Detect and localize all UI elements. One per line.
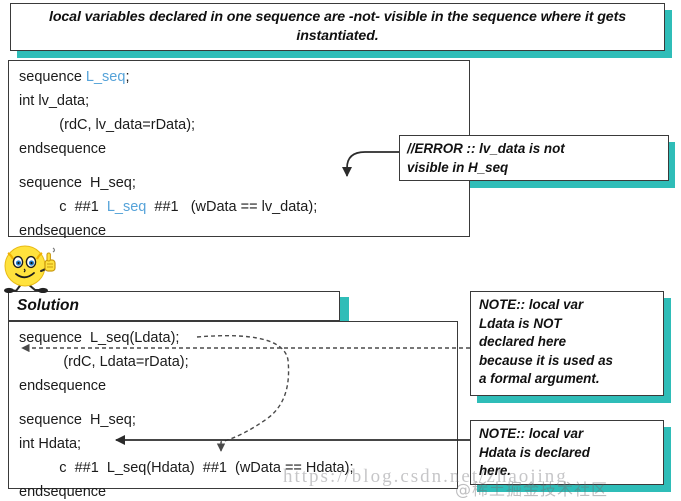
code-line: c ##1 L_seq(Hdata) ##1 (wData == Hdata); [19,460,354,476]
code-line: c ##1 L_seq ##1 (wData == lv_data); [19,195,317,219]
solution-code-block: sequence L_seq(Ldata); (rdC, Ldata=rData… [8,321,458,500]
code-line: sequence L_seq; [19,65,129,89]
solution-header-shadow [339,297,349,324]
solution-header-box: Solution [8,291,340,321]
code-identifier-l-seq: L_seq [85,69,126,85]
code-line: endsequence [19,141,107,157]
code-line: (rdC, Ldata=rData); [19,354,189,370]
code-identifier-l-seq: L_seq [106,199,147,215]
code-line: (rdC, lv_data=rData); [19,117,196,133]
banner-box: local variables declared in one sequence… [10,3,665,51]
note-hdata-box: NOTE:: local var Hdata is declared here. [470,420,664,485]
code-fragment-post: ##1 (wData == lv_data); [146,199,318,215]
code-fragment-pre: c ##1 [19,199,107,215]
code-line: int lv_data; [19,93,90,109]
banner-text: local variables declared in one sequence… [48,9,627,44]
code-line: endsequence [19,484,107,500]
code-line: sequence L_seq(Ldata); [19,330,180,346]
code-line: sequence H_seq; [19,412,136,428]
code-keyword-sequence: sequence [19,69,82,85]
code-semicolon: ; [125,69,130,85]
code-line: endsequence [19,223,107,239]
solution-header-label: Solution [17,297,79,314]
error-callout-box: //ERROR :: lv_data is not visible in H_s… [399,135,669,181]
smiley-thumbs-up-icon [2,245,58,294]
note-hdata-text: NOTE:: local var Hdata is declared here. [479,426,590,478]
note-ldata-box: NOTE:: local var Ldata is NOT declared h… [470,291,664,396]
error-callout-text: //ERROR :: lv_data is not visible in H_s… [407,141,565,175]
code-line: endsequence [19,378,107,394]
code-line: int Hdata; [19,436,82,452]
problem-code-block: sequence L_seq; int lv_data; (rdC, lv_da… [8,60,470,239]
note-ldata-text: NOTE:: local var Ldata is NOT declared h… [479,297,613,386]
code-line: sequence H_seq; [19,175,136,191]
